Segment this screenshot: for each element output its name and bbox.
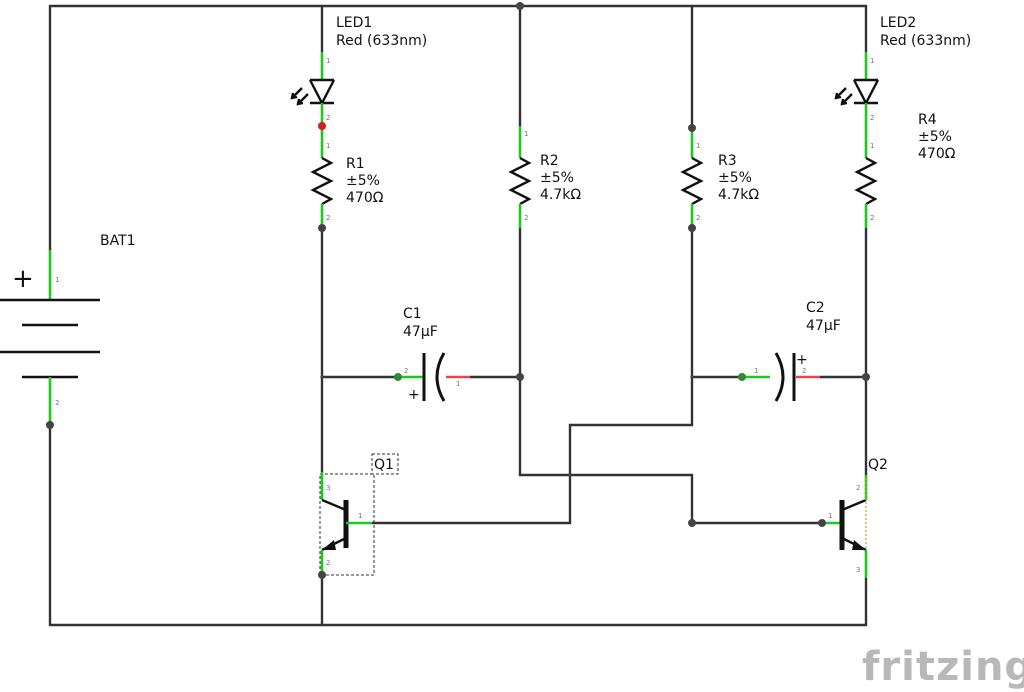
svg-text:3: 3 [856,566,860,574]
q2-name: Q2 [868,457,888,473]
capacitor-c2[interactable]: + 1 2 C2 47µF [742,300,841,402]
wire-r2-down[interactable] [518,226,824,525]
led1-fault-marker [318,122,326,130]
r3-value: 4.7kΩ [718,187,759,203]
c1-name: C1 [403,306,422,322]
svg-text:+: + [408,387,420,403]
r4-name: R4 [918,112,937,128]
svg-text:2: 2 [326,114,330,122]
svg-text:3: 3 [326,484,330,492]
r2-name: R2 [540,153,559,169]
svg-text:1: 1 [870,142,874,150]
c1-value: 47µF [403,324,438,340]
c2-name: C2 [806,300,825,316]
led2-value: Red (633nm) [880,33,971,49]
wires [48,4,868,627]
svg-text:1: 1 [524,130,528,138]
fritzing-logo: fritzing [862,644,1024,690]
capacitor-c1[interactable]: + 2 1 C1 47µF [398,306,470,403]
svg-text:1: 1 [828,512,832,520]
led-led2[interactable]: 1 2 LED2 Red (633nm) [834,15,971,126]
svg-text:2: 2 [524,214,528,222]
wire-r3-down[interactable] [370,226,694,525]
r3-tolerance: ±5% [718,170,752,186]
svg-text:1: 1 [696,142,700,150]
r1-name: R1 [346,156,365,172]
battery-pin-1: 1 [55,276,59,284]
r3-name: R3 [718,153,737,169]
svg-text:2: 2 [326,214,330,222]
led-led1[interactable]: 1 2 LED1 Red (633nm) [290,15,427,126]
led1-value: Red (633nm) [336,33,427,49]
q1-name: Q1 [374,457,394,473]
svg-text:2: 2 [870,114,874,122]
r2-value: 4.7kΩ [540,187,581,203]
svg-text:1: 1 [456,380,460,388]
r4-tolerance: ±5% [918,129,952,145]
svg-text:2: 2 [326,559,330,567]
svg-text:+: + [796,352,808,368]
svg-text:2: 2 [802,367,806,375]
junctions [46,2,870,579]
svg-text:2: 2 [404,367,408,375]
c2-value: 47µF [806,318,841,334]
svg-text:1: 1 [326,57,330,65]
r1-value: 470Ω [346,190,384,206]
bat1-label: BAT1 [100,233,136,249]
r2-tolerance: ±5% [540,170,574,186]
q1-label-box [371,453,399,475]
svg-text:1: 1 [754,367,758,375]
led1-name: LED1 [336,15,372,31]
resistor-r1[interactable]: 1 2 R1 ±5% 470Ω [310,126,384,228]
q1-selection-box [319,473,375,576]
battery-pin-2: 2 [55,399,59,407]
transistor-q1[interactable]: 3 2 1 Q1 [319,453,399,576]
svg-text:1: 1 [358,512,362,520]
battery-bat1[interactable]: + 1 2 BAT1 [0,233,136,425]
resistor-r3[interactable]: 1 2 R3 ±5% 4.7kΩ [680,128,759,228]
svg-text:2: 2 [870,214,874,222]
svg-text:2: 2 [696,214,700,222]
resistor-r2[interactable]: 1 2 R2 ±5% 4.7kΩ [508,126,581,228]
led2-name: LED2 [880,15,916,31]
r4-value: 470Ω [918,146,956,162]
resistor-r4[interactable]: 1 2 R4 ±5% 470Ω [854,112,956,228]
battery-plus-label: + [12,264,34,294]
svg-text:1: 1 [870,57,874,65]
r1-tolerance: ±5% [346,173,380,189]
transistor-q2[interactable]: 1 2 3 Q2 [822,457,888,578]
svg-text:1: 1 [326,142,330,150]
svg-text:2: 2 [856,484,860,492]
